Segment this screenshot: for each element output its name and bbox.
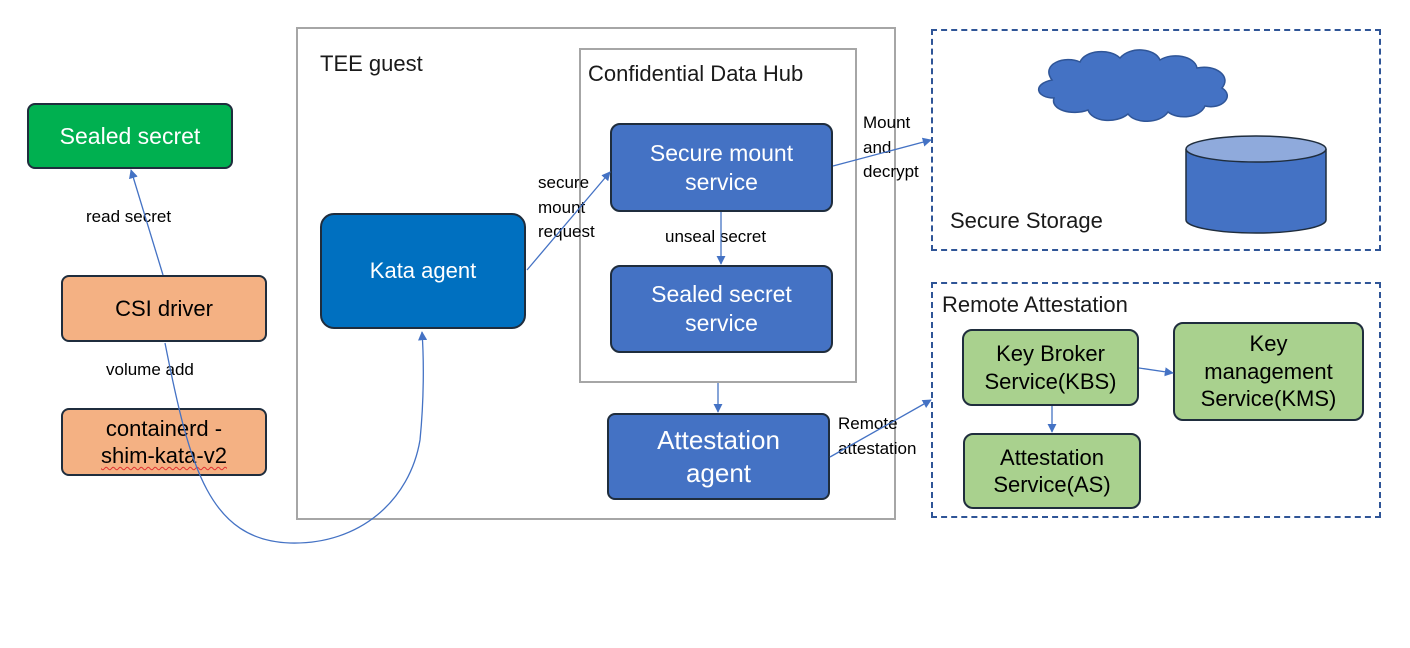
kbs-label-line1: Key Broker [996,341,1105,366]
secure-mount-request-line2: mount [538,197,586,217]
secure-mount-request-line1: secure [538,173,590,192]
secure-mount-service-box[interactable]: Secure mount service [610,123,833,212]
as-label-line1: Attestation [1000,444,1104,470]
remote-attestation-line2: attestation [838,438,917,458]
cloud-icon [1038,49,1228,122]
as-box[interactable]: Attestation Service(AS) [963,433,1141,509]
secure-mount-request-label: secure mount request [538,171,595,245]
read-secret-label: read secret [86,207,172,226]
secure-storage-container [931,29,1381,251]
tee-guest-title: TEE guest [320,51,423,76]
kms-label-line3: Service(KMS) [1200,386,1337,412]
sealed-secret-box[interactable]: Sealed secret [27,103,233,169]
confidential-data-hub-container [579,48,857,383]
containerd-label-line2: shim-kata-v2 [101,443,227,468]
kata-agent-label: Kata agent [369,258,477,284]
attestation-agent-box[interactable]: Attestation agent [607,413,830,500]
csi-driver-label: CSI driver [115,295,213,321]
attestation-agent-label-line2: agent [685,457,752,488]
kms-box[interactable]: Key management Service(KMS) [1173,322,1364,421]
secure-mount-label-line2: service [685,168,758,195]
unseal-secret-label: unseal secret [665,227,767,246]
kms-label-line1: Key [1249,331,1288,357]
secure-mount-request-line3: request [538,222,595,242]
containerd-label-line1: containerd - [105,415,223,441]
containerd-shim-box[interactable]: containerd - shim-kata-v2 [61,408,267,476]
as-label-line2: Service(AS) [993,472,1111,497]
sealed-secret-service-label-line1: Sealed secret [651,281,792,308]
kata-agent-box[interactable]: Kata agent [320,213,526,329]
remote-attestation-title: Remote Attestation [942,292,1128,317]
sealed-secret-label: Sealed secret [59,122,201,149]
attestation-agent-label-line1: Attestation [657,425,780,455]
remote-attestation-label: Remote attestation [838,412,916,461]
mount-and-decrypt-label: Mount and decrypt [863,111,919,185]
mount-label-line3: decrypt [863,162,919,182]
database-icon [1185,135,1327,234]
csi-driver-box[interactable]: CSI driver [61,275,267,342]
sealed-secret-service-box[interactable]: Sealed secret service [610,265,833,353]
volume-add-arrow [164,331,428,544]
remote-attestation-line1: Remote [838,414,898,433]
tee-guest-container [296,27,896,520]
secure-storage-title: Secure Storage [950,208,1103,233]
kbs-box[interactable]: Key Broker Service(KBS) [962,329,1139,406]
confidential-data-hub-title: Confidential Data Hub [588,61,804,86]
remote-attestation-container [931,282,1381,518]
read-secret-arrow [129,169,164,276]
remote-attestation-arrow [829,399,932,458]
sealed-secret-service-label-line2: service [685,310,758,336]
kbs-to-kms-arrow [1138,367,1174,377]
kms-label-line2: management [1204,358,1333,384]
kbs-label-line2: Service(KBS) [984,368,1117,394]
mount-label-line1: Mount [863,113,911,132]
secure-mount-label-line1: Secure mount [649,139,794,166]
secure-mount-request-arrow [526,171,611,271]
mount-and-decrypt-arrow [832,137,932,167]
